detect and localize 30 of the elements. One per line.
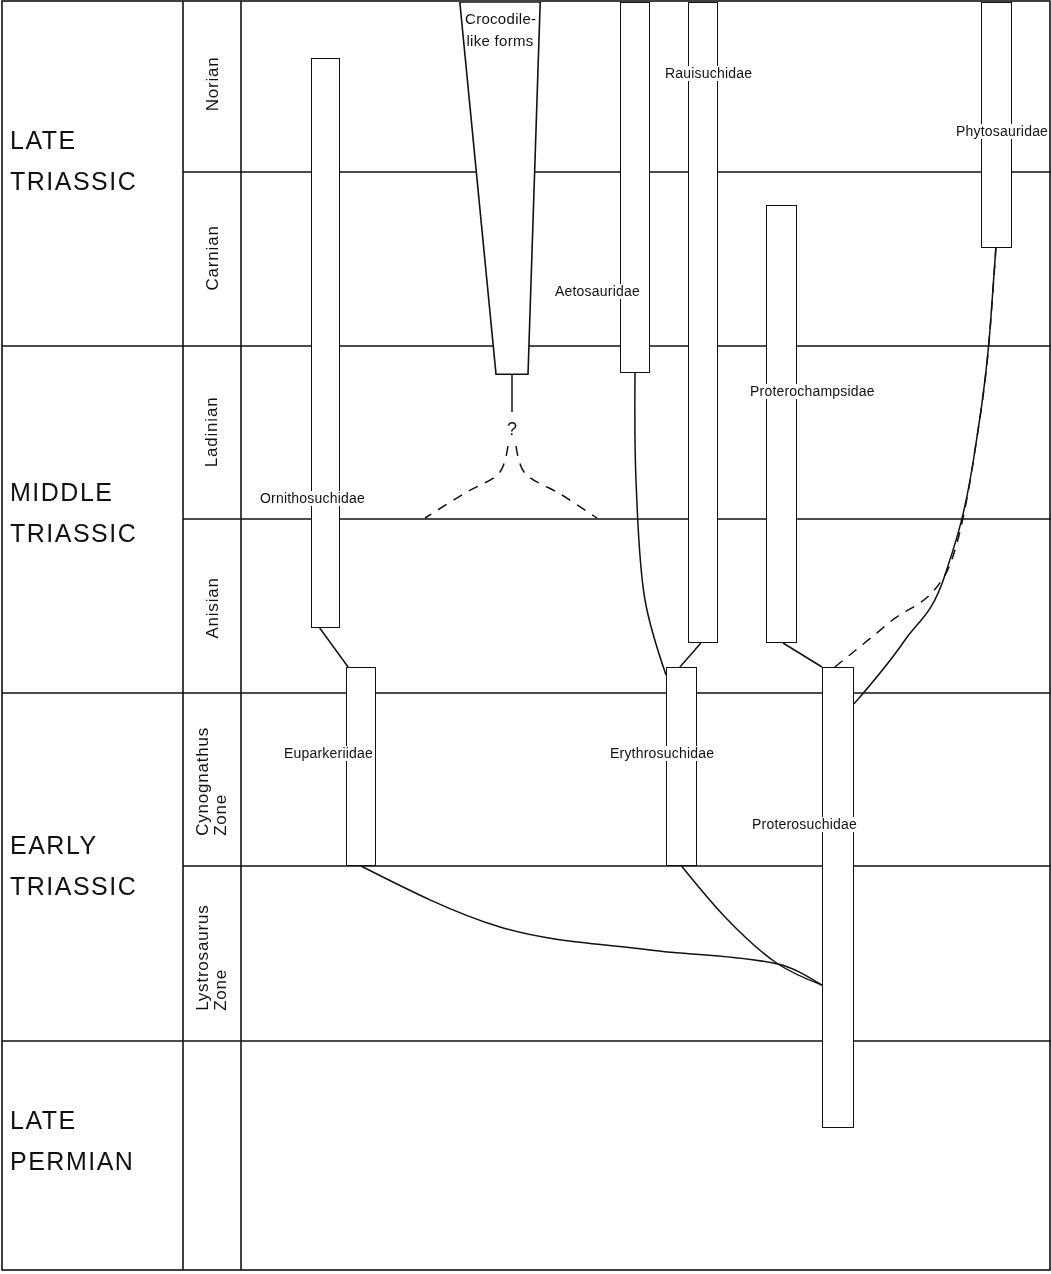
stage-label: Norian (203, 56, 221, 112)
branch-line (360, 865, 823, 986)
taxon-label: Proterochampsidae (749, 384, 876, 400)
period-label: EARLY TRIASSIC (10, 830, 139, 903)
dashed-branch-line (424, 445, 509, 519)
branch-line (318, 627, 349, 668)
taxon-label: Rauisuchidae (664, 66, 754, 82)
branch-line (782, 642, 823, 668)
stage-label: Ladinian (202, 396, 221, 468)
branch-line (511, 374, 513, 413)
branch-line (634, 372, 667, 676)
taxon-label: Ornithosuchidae (259, 491, 366, 507)
dashed-branch-line (515, 445, 598, 519)
stage-label: Carnian (203, 225, 221, 291)
period-label: MIDDLE TRIASSIC (10, 477, 139, 550)
stage-label: Lystrosaurus Zone (194, 903, 230, 1011)
taxon-label: Crocodile-like forms (465, 9, 535, 51)
question-mark: ? (506, 418, 518, 441)
taxon-label: Euparkeriidae (283, 746, 374, 762)
branch-line (679, 642, 702, 668)
taxon-label: Erythrosuchidae (609, 746, 716, 762)
period-label: LATE PERMIAN (10, 1105, 136, 1178)
branch-line (680, 865, 823, 986)
stage-label: Cynognathus Zone (194, 725, 230, 836)
branch-line (853, 247, 997, 705)
taxon-label: Proterosuchidae (751, 817, 858, 833)
taxon-label: Aetosauridae (554, 284, 641, 300)
taxon-label: Phytosauridae (955, 124, 1050, 140)
period-label: LATE TRIASSIC (10, 125, 139, 198)
stage-label: Anisian (203, 577, 222, 639)
